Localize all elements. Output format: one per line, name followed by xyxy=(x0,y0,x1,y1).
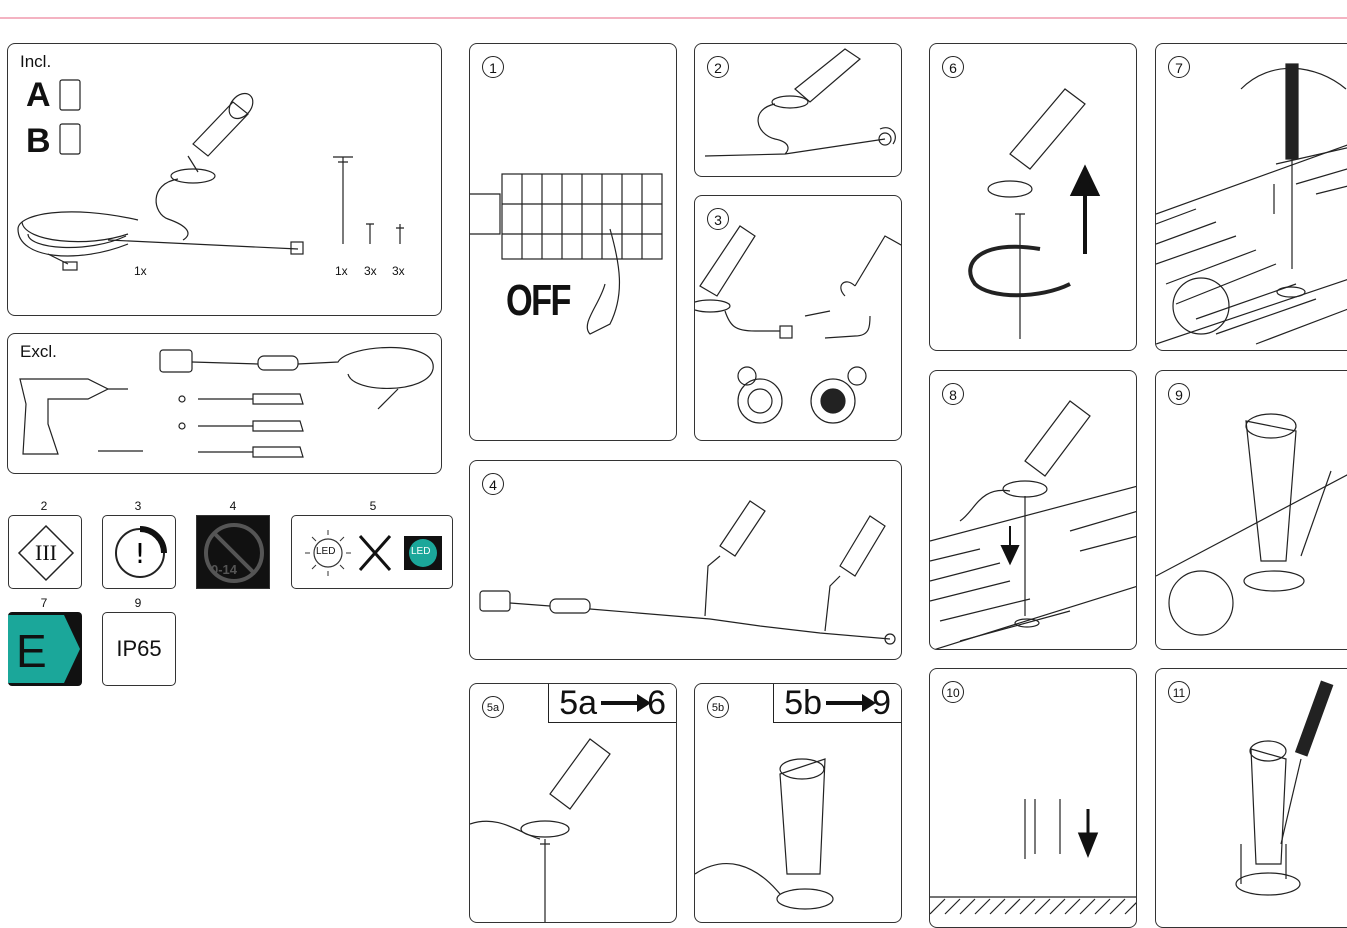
class-iii-symbol: III xyxy=(8,515,82,589)
led-text-filled: LED xyxy=(411,546,431,557)
system-overview-illustration xyxy=(479,500,896,645)
step-3-panel: 3 xyxy=(694,195,902,441)
svg-text:!: ! xyxy=(134,537,145,570)
temperature-symbol: ! xyxy=(102,515,176,589)
booklet-a-icon xyxy=(59,79,81,111)
class-iii-text: III xyxy=(35,540,57,565)
power-adapter-icon xyxy=(159,349,193,373)
step-2-number: 2 xyxy=(707,56,729,78)
excluded-tools-illustration xyxy=(19,346,434,458)
kit-a-label: A xyxy=(26,76,51,114)
booklet-b-icon xyxy=(59,123,81,155)
step-6-number: 6 xyxy=(942,56,964,78)
not-for-children-symbol: 0-14 xyxy=(196,515,270,589)
header-rule xyxy=(0,17,1347,19)
symbol-9-number: 9 xyxy=(134,596,142,610)
included-parts-panel: Incl. A B 1x 1x 3x 3x xyxy=(7,43,442,316)
plug-connection-illustration xyxy=(695,225,901,424)
connect-cable-illustration xyxy=(704,48,896,157)
step-7-panel: 7 xyxy=(1155,43,1347,351)
goto-5b-from: 5b xyxy=(784,684,823,722)
qty-cable: 1x xyxy=(134,264,147,278)
age-text: 0-14 xyxy=(211,562,238,577)
step-8-number: 8 xyxy=(942,383,964,405)
excluded-label: Excl. xyxy=(20,342,57,361)
qty-plug: 3x xyxy=(392,264,405,278)
mark-holes-illustration xyxy=(1156,413,1347,636)
step-11-panel: 11 xyxy=(1155,668,1347,928)
step-7-number: 7 xyxy=(1168,56,1190,78)
step-3-number: 3 xyxy=(707,208,729,230)
drill-icon xyxy=(19,378,110,455)
make-hole-illustration xyxy=(1156,63,1347,345)
led-text-outline: LED xyxy=(316,546,336,557)
step-11-number: 11 xyxy=(1168,681,1190,703)
step-4-number: 4 xyxy=(482,473,504,495)
step-9-panel: 9 xyxy=(1155,370,1347,650)
symbol-2-number: 2 xyxy=(40,499,48,513)
step-10-panel: 10 xyxy=(929,668,1137,928)
step-5b-panel: 5b 5b 9 xyxy=(694,683,902,923)
step-8-panel: 8 xyxy=(929,370,1137,650)
wall-plug-icon xyxy=(396,224,404,244)
included-parts-illustration xyxy=(17,79,404,271)
screw-icon xyxy=(366,223,374,244)
wall-mount-illustration xyxy=(695,758,834,910)
off-text: OFF xyxy=(506,276,572,325)
ip-rating-text: IP65 xyxy=(116,636,162,661)
step-9-number: 9 xyxy=(1168,383,1190,405)
spike-mount-illustration xyxy=(470,738,611,922)
step-5a-panel: 5a 5a 6 xyxy=(469,683,677,923)
symbol-4-number: 4 xyxy=(229,499,237,513)
symbol-7-number: 7 xyxy=(40,596,48,610)
step-6-panel: 6 xyxy=(929,43,1137,351)
energy-class-letter: E xyxy=(16,625,47,677)
goto-5a-6: 5a 6 xyxy=(548,684,676,723)
ip-rating-symbol: IP65 xyxy=(102,612,176,686)
step-1-number: 1 xyxy=(482,56,504,78)
goto-5b-to: 9 xyxy=(872,684,891,722)
flat-screwdriver-icon xyxy=(198,393,304,405)
symbol-3-number: 3 xyxy=(134,499,142,513)
phillips-screwdriver-icon xyxy=(198,420,304,432)
step-5a-number: 5a xyxy=(482,696,504,718)
attach-spike-illustration xyxy=(968,88,1101,339)
step-1-panel: 1 OFF xyxy=(469,43,677,441)
goto-5a-from: 5a xyxy=(559,684,598,722)
breaker-illustration xyxy=(470,173,663,335)
included-label: Incl. xyxy=(20,52,52,71)
ground-spike-icon xyxy=(333,156,353,244)
qty-screw: 3x xyxy=(364,264,377,278)
kit-b-label: B xyxy=(26,122,51,160)
symbol-5-number: 5 xyxy=(369,499,377,513)
led-symbol: LED LED xyxy=(291,515,453,589)
goto-5b-9: 5b 9 xyxy=(773,684,901,723)
step-5b-number: 5b xyxy=(707,696,729,718)
qty-spike: 1x xyxy=(335,264,348,278)
energy-class-symbol: E xyxy=(8,612,82,686)
step-10-number: 10 xyxy=(942,681,964,703)
drill-holes-illustration xyxy=(930,799,1136,915)
goto-5a-to: 6 xyxy=(647,684,666,722)
step-4-panel: 4 xyxy=(469,460,902,660)
screw-mount-illustration xyxy=(1235,680,1334,896)
excluded-tools-panel: Excl. xyxy=(7,333,442,474)
insert-spike-illustration xyxy=(930,400,1136,649)
awl-icon xyxy=(198,446,304,458)
step-2-panel: 2 xyxy=(694,43,902,177)
